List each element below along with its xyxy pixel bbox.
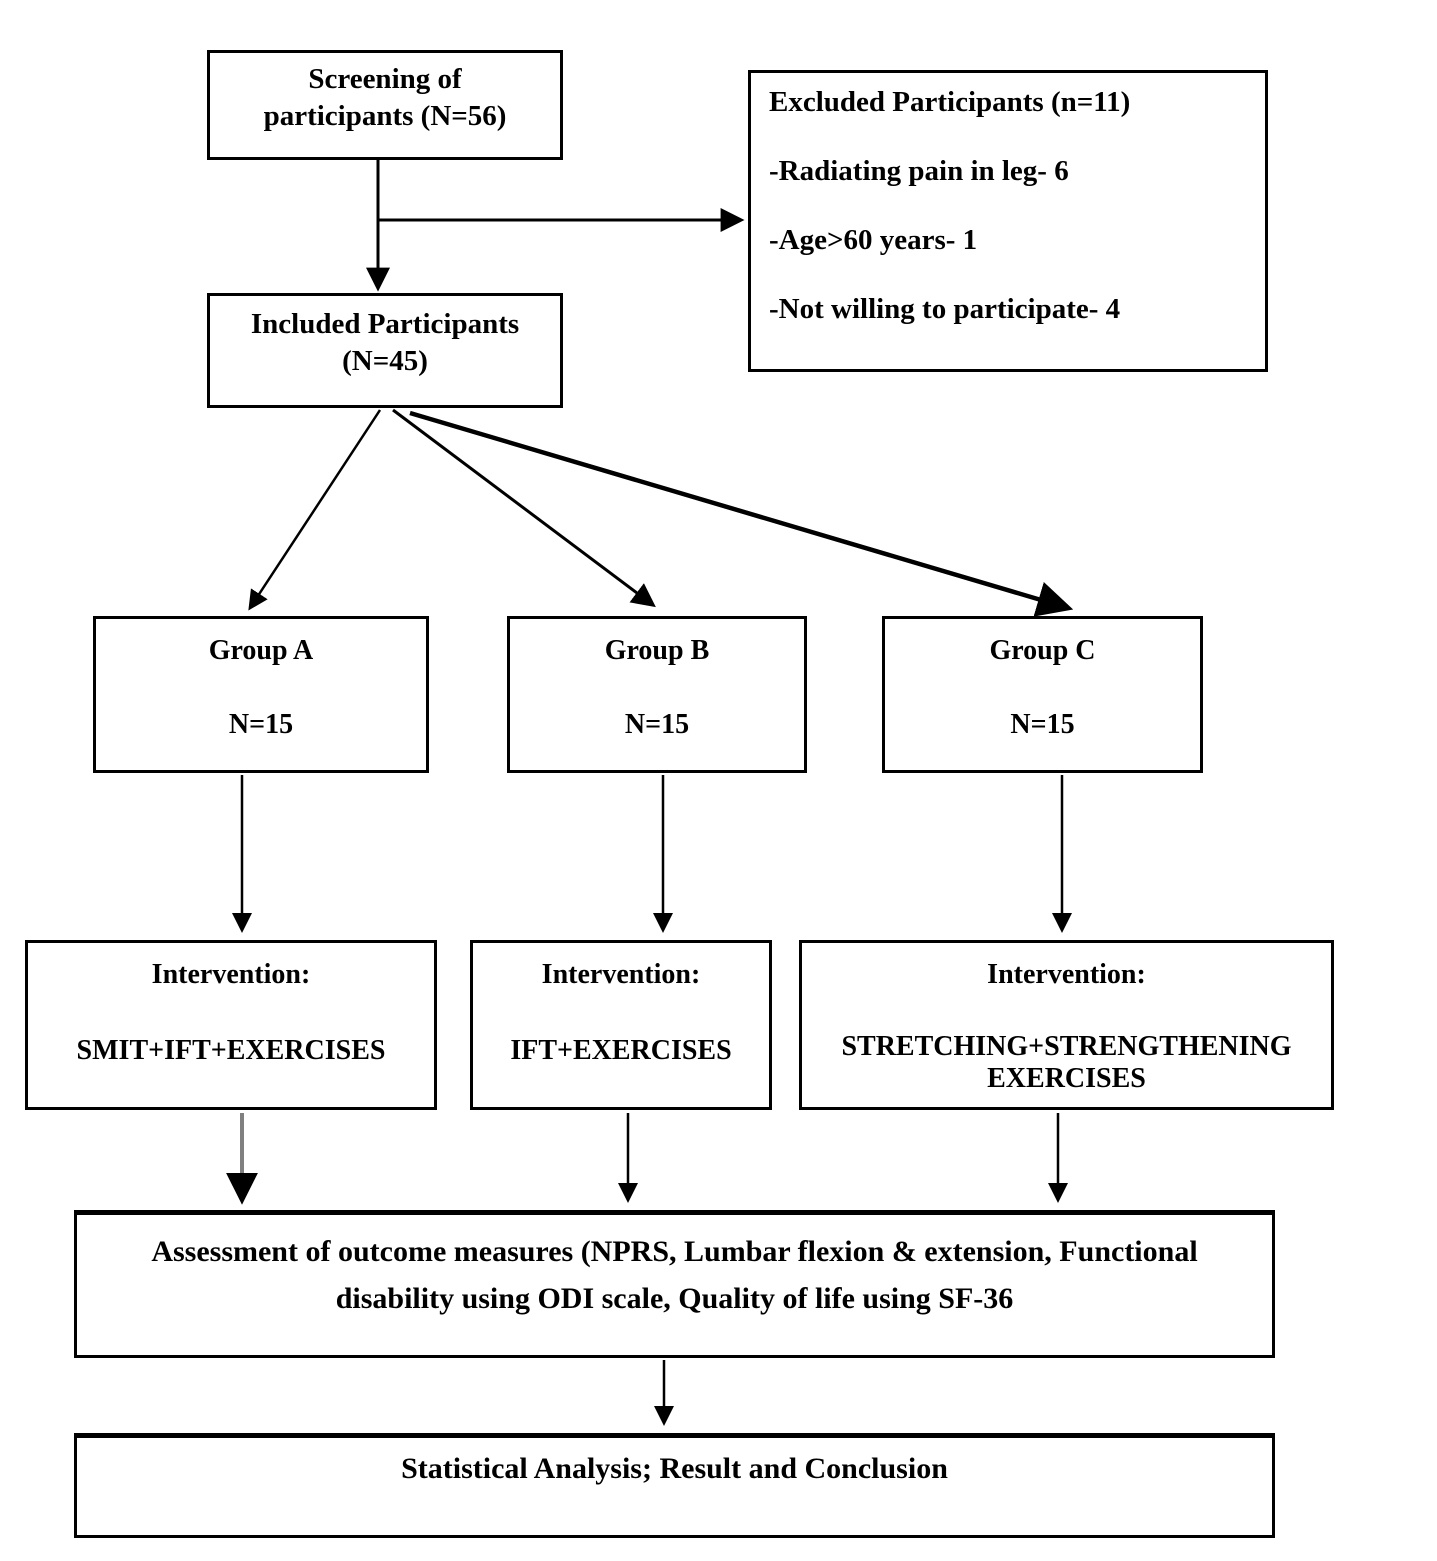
excluded-item: -Not willing to participate- 4 [769,292,1121,325]
included-box: Included Participants (N=45) [207,293,563,408]
intervention-a-title: Intervention: [151,959,311,990]
excluded-item: -Age>60 years- 1 [769,223,978,256]
included-line1: Included Participants [250,308,520,340]
group-b-title: Group B [604,635,710,666]
screening-line1: Screening of [308,63,462,95]
arrow-included-to-group-b [392,408,656,608]
screening-box: Screening of participants (N=56) [207,50,563,160]
group-c-box: Group C N=15 [882,616,1203,773]
intervention-a-box: Intervention: SMIT+IFT+EXERCISES [25,940,437,1110]
included-line2: (N=45) [342,345,428,378]
excluded-box: Excluded Participants (n=11) -Radiating … [748,70,1268,372]
screening-line2: participants (N=56) [263,100,507,133]
statistical-box: Statistical Analysis; Result and Conclus… [74,1433,1275,1538]
excluded-title: Excluded Participants (n=11) [769,86,1131,118]
intervention-b-title: Intervention: [541,959,701,990]
arrow-included-to-group-c [409,410,1074,617]
group-a-title: Group A [208,635,314,666]
intervention-c-title: Intervention: [987,959,1146,990]
group-c-n: N=15 [1010,709,1075,740]
group-a-n: N=15 [228,709,294,740]
group-c-title: Group C [989,635,1096,666]
assessment-text: Assessment of outcome measures (NPRS, Lu… [151,1235,1198,1315]
excluded-item: -Radiating pain in leg- 6 [769,154,1069,187]
arrow-included-to-group-a [248,409,382,611]
intervention-c-detail: STRETCHING+STRENGTHENING EXERCISES [841,1031,1292,1095]
statistical-text: Statistical Analysis; Result and Conclus… [401,1452,948,1485]
intervention-b-box: Intervention: IFT+EXERCISES [470,940,772,1110]
intervention-a-detail: SMIT+IFT+EXERCISES [76,1035,386,1066]
group-b-n: N=15 [624,709,690,740]
intervention-c-box: Intervention: STRETCHING+STRENGTHENING E… [799,940,1334,1110]
assessment-box: Assessment of outcome measures (NPRS, Lu… [74,1210,1275,1358]
group-b-box: Group B N=15 [507,616,807,773]
group-a-box: Group A N=15 [93,616,429,773]
intervention-b-detail: IFT+EXERCISES [510,1035,732,1066]
